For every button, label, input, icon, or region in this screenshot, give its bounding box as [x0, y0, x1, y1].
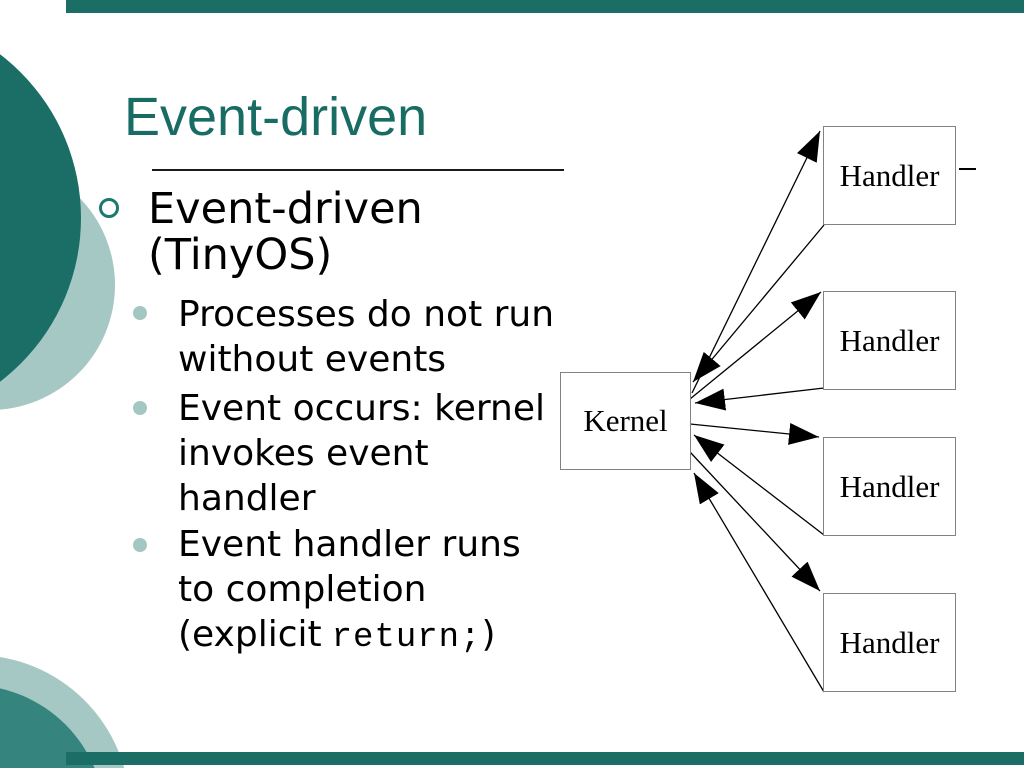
bullet-line: Event occurs: kernel — [178, 388, 545, 429]
bullet-dot-icon — [133, 538, 147, 552]
arrow-handler4-to-kernel — [693, 472, 825, 693]
bullet-processes: Processes do not run without events — [178, 292, 588, 382]
handler-box-3: Handler — [823, 437, 956, 536]
page-title: Event-driven — [124, 87, 428, 147]
kernel-box: Kernel — [560, 372, 691, 470]
bullet-dot-icon — [133, 306, 147, 320]
bullet-line: invokes event — [178, 433, 429, 474]
bullet-line: handler — [178, 478, 316, 519]
arrow-kernel-to-handler1 — [691, 130, 821, 394]
handler-box-2: Handler — [823, 291, 956, 390]
bullet-line-text: (explicit — [178, 614, 322, 655]
decor-bottom-bar — [66, 752, 1024, 765]
handler-box-1: Handler — [823, 126, 956, 225]
bullet-handler-runs: Event handler runs to completion (explic… — [178, 522, 588, 661]
bullet-line: to completion — [178, 569, 427, 610]
arrow-handler3-to-kernel — [693, 434, 825, 536]
decor-top-bar — [66, 0, 1024, 13]
bullet-event-occurs: Event occurs: kernel invokes event handl… — [178, 386, 588, 521]
bullet-line: without events — [178, 339, 447, 380]
title-underline — [152, 169, 564, 171]
arrow-handler1-to-kernel — [692, 224, 825, 383]
arrow-kernel-to-handler3 — [689, 423, 820, 445]
bullet-line-text: ) — [481, 614, 496, 655]
bullet-ring-icon — [99, 198, 119, 218]
bullet-dot-icon — [133, 401, 147, 415]
arrow-kernel-to-handler4 — [689, 451, 821, 592]
bullet-event-driven-tinyos: Event-driven (TinyOS) — [148, 186, 588, 278]
bullet-line: Event handler runs — [178, 524, 521, 565]
inline-code-return: return; — [331, 619, 482, 657]
bullet-line: Processes do not run — [178, 294, 555, 335]
handler-box-4: Handler — [823, 593, 956, 692]
arrow-handler2-to-kernel — [694, 387, 825, 411]
bullet-line: Event-driven — [148, 184, 423, 234]
bullet-line: (TinyOS) — [148, 230, 333, 280]
